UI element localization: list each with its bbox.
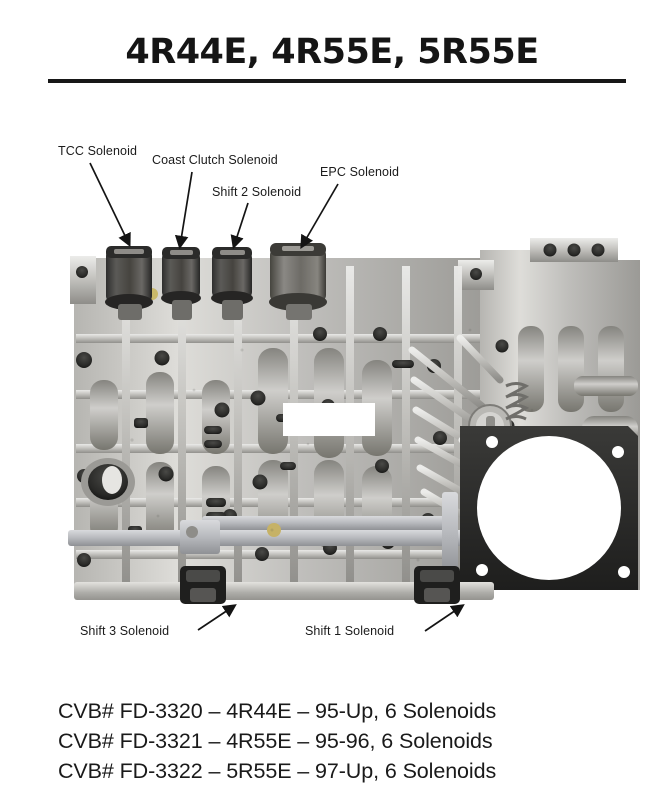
servo-bore-opening <box>460 426 638 590</box>
title-underline-rule <box>48 79 626 83</box>
solenoid-shift-1 <box>414 566 460 604</box>
callout-label-shift-2-solenoid: Shift 2 Solenoid <box>212 185 302 199</box>
solenoid-epc <box>269 243 327 320</box>
callout-label-coast-clutch-solenoid: Coast Clutch Solenoid <box>152 153 278 167</box>
solenoid-tcc <box>105 246 153 320</box>
page-title: 4R44E, 4R55E, 5R55E <box>125 32 539 72</box>
caption-line-1: CVB# FD-3320 – 4R44E – 95-Up, 6 Solenoid… <box>58 699 497 723</box>
callout-label-shift-1-solenoid: Shift 1 Solenoid <box>305 624 395 638</box>
callout-label-tcc-solenoid: TCC Solenoid <box>58 144 138 158</box>
left-oval-port <box>81 458 135 506</box>
solenoid-shift-2 <box>211 247 253 320</box>
callout-label-shift-3-solenoid: Shift 3 Solenoid <box>80 624 170 638</box>
valve-body-photo <box>62 230 642 625</box>
manual-valve-link <box>68 516 464 554</box>
callout-label-epc-solenoid: EPC Solenoid <box>320 165 400 179</box>
cast-texture <box>130 328 534 562</box>
caption-line-3: CVB# FD-3322 – 5R55E – 97-Up, 6 Solenoid… <box>58 759 497 783</box>
separator-plate-tab <box>442 492 458 574</box>
bottom-casting-lip <box>74 582 494 600</box>
solenoid-shift-3 <box>180 566 226 604</box>
redaction-box <box>283 403 375 436</box>
return-spring <box>505 382 530 421</box>
part-number-caption-block: CVB# FD-3320 – 4R44E – 95-Up, 6 Solenoid… <box>58 696 658 786</box>
slot-ports <box>128 360 414 536</box>
caption-line-2: CVB# FD-3321 – 4R55E – 95-96, 6 Solenoid… <box>58 729 493 753</box>
solenoid-coast-clutch <box>161 247 201 320</box>
